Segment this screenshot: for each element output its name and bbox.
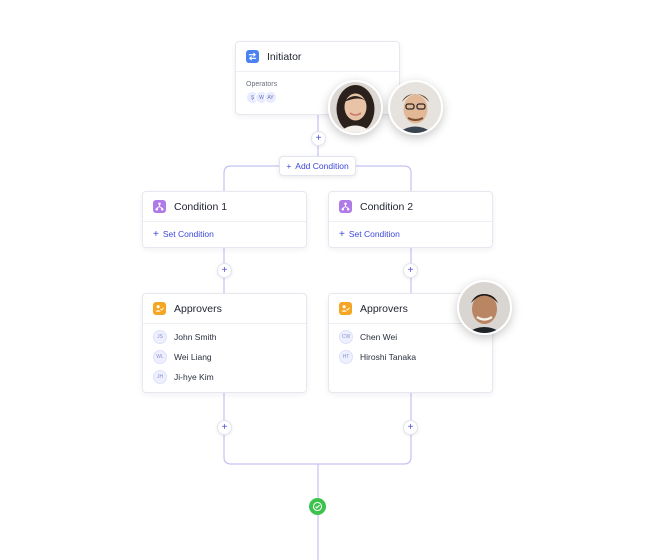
approver-initials: WL (153, 350, 167, 364)
approver-initials: CW (339, 330, 353, 344)
plus-icon: + (221, 421, 228, 433)
approvers-card-2[interactable]: Approvers CW Chen Wei HT Hiroshi Tanaka (328, 293, 493, 393)
approvers-title: Approvers (360, 302, 408, 315)
plus-icon: + (407, 421, 414, 433)
add-condition-button[interactable]: + Add Condition (279, 156, 356, 176)
approver-name: Hiroshi Tanaka (360, 352, 417, 362)
set-condition-label: Set Condition (348, 229, 400, 239)
operator-chips[interactable]: Ş W AY (236, 91, 399, 104)
condition-header: Condition 2 (329, 192, 492, 222)
user-avatar-man-glasses (388, 80, 443, 135)
plus-icon: + (315, 132, 322, 144)
approver-row[interactable]: JS John Smith (143, 327, 306, 347)
flow-complete-node[interactable] (309, 498, 326, 515)
add-step-button[interactable]: + (403, 263, 418, 278)
branch-icon (153, 200, 166, 213)
approver-row[interactable]: JH Ji-hye Kim (143, 367, 306, 387)
condition-title: Condition 1 (174, 200, 228, 213)
approver-row[interactable]: WL Wei Liang (143, 347, 306, 367)
approver-name: Chen Wei (360, 332, 398, 342)
approver-row[interactable]: HT Hiroshi Tanaka (329, 347, 492, 367)
approver-icon (153, 302, 166, 315)
approver-name: John Smith (174, 332, 217, 342)
initiator-title: Initiator (267, 50, 302, 63)
approver-name: Ji-hye Kim (174, 372, 214, 382)
plus-icon: + (153, 228, 159, 240)
plus-icon: + (286, 161, 292, 171)
approver-row[interactable]: CW Chen Wei (329, 327, 492, 347)
approver-initials: JS (153, 330, 167, 344)
plus-icon: + (221, 264, 228, 276)
approvers-header: Approvers (143, 294, 306, 324)
user-avatar-woman (328, 80, 383, 135)
approvers-card-1[interactable]: Approvers JS John Smith WL Wei Liang JH … (142, 293, 307, 393)
check-icon (312, 501, 323, 512)
set-condition-link[interactable]: + Set Condition (143, 222, 306, 246)
plus-icon: + (339, 228, 345, 240)
approver-initials: JH (153, 370, 167, 384)
swap-icon (246, 50, 259, 63)
add-step-button[interactable]: + (217, 263, 232, 278)
approver-initials: HT (339, 350, 353, 364)
condition-card-1[interactable]: Condition 1 + Set Condition (142, 191, 307, 248)
add-condition-label: Add Condition (295, 161, 349, 171)
branch-icon (339, 200, 352, 213)
approvers-title: Approvers (174, 302, 222, 315)
initiator-header: Initiator (236, 42, 399, 72)
approver-name: Wei Liang (174, 352, 212, 362)
add-step-button[interactable]: + (217, 420, 232, 435)
set-condition-link[interactable]: + Set Condition (329, 222, 492, 246)
user-avatar-man (457, 280, 512, 335)
add-step-button[interactable]: + (311, 131, 326, 146)
condition-card-2[interactable]: Condition 2 + Set Condition (328, 191, 493, 248)
condition-title: Condition 2 (360, 200, 414, 213)
plus-icon: + (407, 264, 414, 276)
approvers-header: Approvers (329, 294, 492, 324)
operator-chip[interactable]: AY (264, 91, 277, 104)
set-condition-label: Set Condition (162, 229, 214, 239)
approver-icon (339, 302, 352, 315)
condition-header: Condition 1 (143, 192, 306, 222)
add-step-button[interactable]: + (403, 420, 418, 435)
operators-label: Operators (246, 81, 278, 88)
